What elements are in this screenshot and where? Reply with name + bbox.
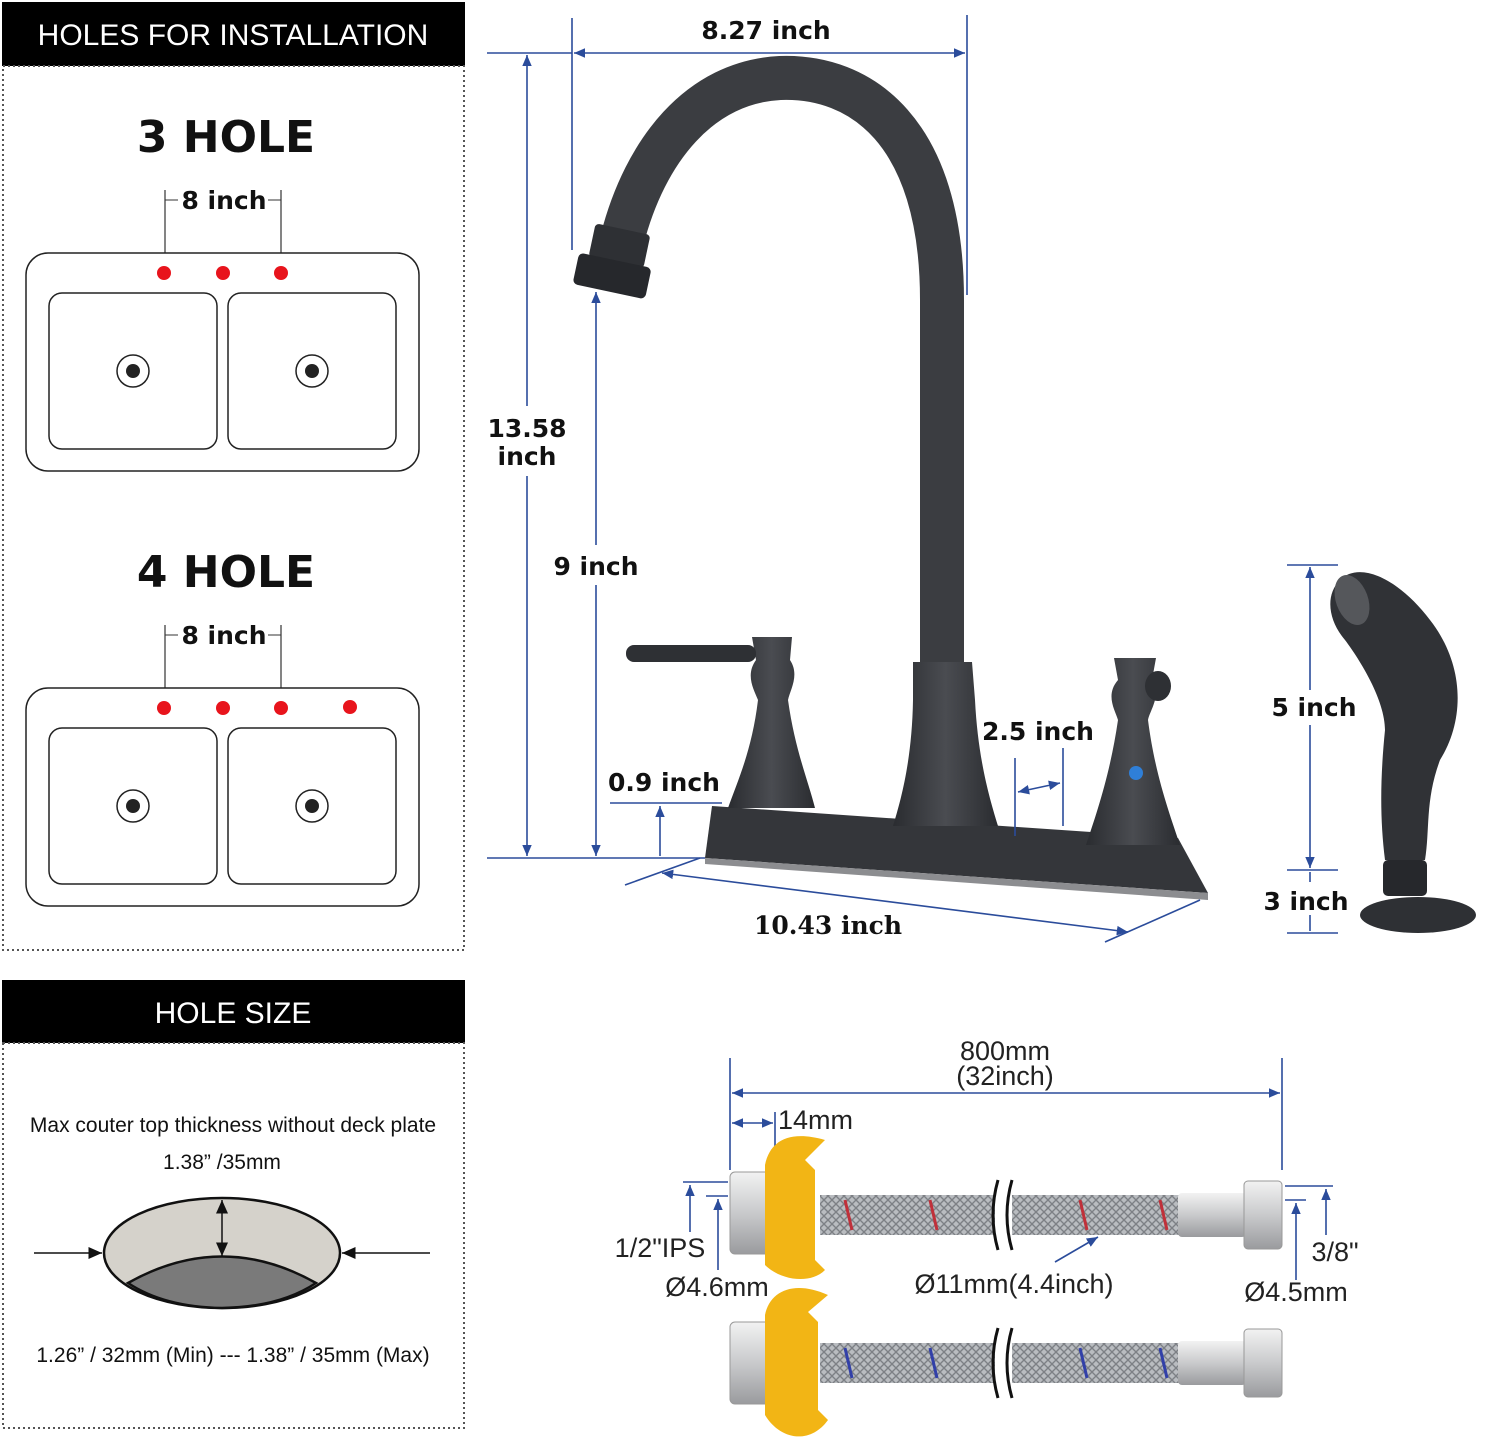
cold-lever <box>1145 671 1171 701</box>
handle-gap-label: 2.5 inch <box>982 717 1094 746</box>
sprayer-head-label: 5 inch <box>1271 693 1356 722</box>
hole-marker <box>274 266 288 280</box>
hose-diameter-label: Ø11mm(4.4inch) <box>914 1269 1113 1299</box>
three-hole-title: 3 HOLE <box>137 112 315 163</box>
thickness-value: 1.38” /35mm <box>163 1151 281 1174</box>
installation-panel-border <box>2 65 465 951</box>
installation-panel: HOLES FOR INSTALLATION 3 HOLE 8 inch 4 H… <box>2 2 465 951</box>
hose-length-mm: 800mm <box>960 1036 1050 1066</box>
sprayer-base-label: 3 inch <box>1263 887 1348 916</box>
deck-length-label: 10.43 inch <box>754 911 902 940</box>
outlet-thread-label: 3/8" <box>1311 1237 1358 1267</box>
supply-hoses: 800mm (32inch) 14mm 1/2"IPS Ø4.6mm 3/8" … <box>615 1036 1359 1437</box>
three-hole-spacing: 8 inch <box>181 186 266 215</box>
coupling-wing <box>765 1136 825 1280</box>
hot-supply-hose <box>729 1136 1283 1280</box>
drain-icon <box>116 789 150 823</box>
hole-marker <box>216 701 230 715</box>
four-hole-diagram: 4 HOLE 8 inch <box>25 547 420 907</box>
hole-marker <box>274 701 288 715</box>
outlet-bore-label: Ø4.5mm <box>1244 1277 1348 1307</box>
hole-size-panel-border <box>2 1042 465 1429</box>
hole-marker <box>343 700 357 714</box>
nut-width-label: 14mm <box>778 1105 853 1135</box>
total-height-unit: inch <box>498 442 557 471</box>
total-height-value: 13.58 <box>487 414 566 443</box>
aerator <box>573 224 651 299</box>
faucet-dimension-lines: 8.27 inch 13.58 inch 9 inch 0.9 inch 2.5… <box>487 15 1357 943</box>
hole-size-header: HOLE SIZE <box>155 997 312 1030</box>
spout-height-label: 9 inch <box>553 552 638 581</box>
four-hole-title: 4 HOLE <box>137 547 315 598</box>
spout <box>600 55 964 670</box>
coupling-wing <box>765 1287 828 1437</box>
hot-lever <box>626 645 756 662</box>
hole-marker <box>157 266 171 280</box>
drain-icon <box>116 354 150 388</box>
hole-marker <box>216 266 230 280</box>
thickness-range: 1.26” / 32mm (Min) --- 1.38” / 35mm (Max… <box>36 1344 429 1367</box>
thickness-caption: Max couter top thickness without deck pl… <box>30 1114 436 1137</box>
hot-handle <box>728 637 815 808</box>
installation-header: HOLES FOR INSTALLATION <box>38 19 429 52</box>
hole-size-panel: HOLE SIZE Max couter top thickness witho… <box>2 980 465 1429</box>
inlet-bore-label: Ø4.6mm <box>665 1272 769 1302</box>
drain-icon <box>295 354 329 388</box>
side-sprayer <box>1330 572 1476 933</box>
cold-handle <box>1086 658 1180 845</box>
inlet-thread-label: 1/2"IPS <box>615 1233 706 1263</box>
drain-icon <box>295 789 329 823</box>
hole-marker <box>157 701 171 715</box>
faucet-illustration <box>573 55 1476 933</box>
cold-indicator-dot <box>1129 766 1143 780</box>
spout-base <box>893 662 998 826</box>
cold-supply-hose <box>729 1287 1283 1437</box>
hose-length-inch: (32inch) <box>956 1061 1054 1091</box>
hole-size-header-bar <box>2 980 465 1043</box>
four-hole-spacing: 8 inch <box>181 621 266 650</box>
handle-base-label: 0.9 inch <box>608 768 720 797</box>
spout-reach-label: 8.27 inch <box>701 16 830 45</box>
three-hole-diagram: 3 HOLE 8 inch <box>25 112 420 472</box>
installation-header-bar <box>2 2 465 66</box>
